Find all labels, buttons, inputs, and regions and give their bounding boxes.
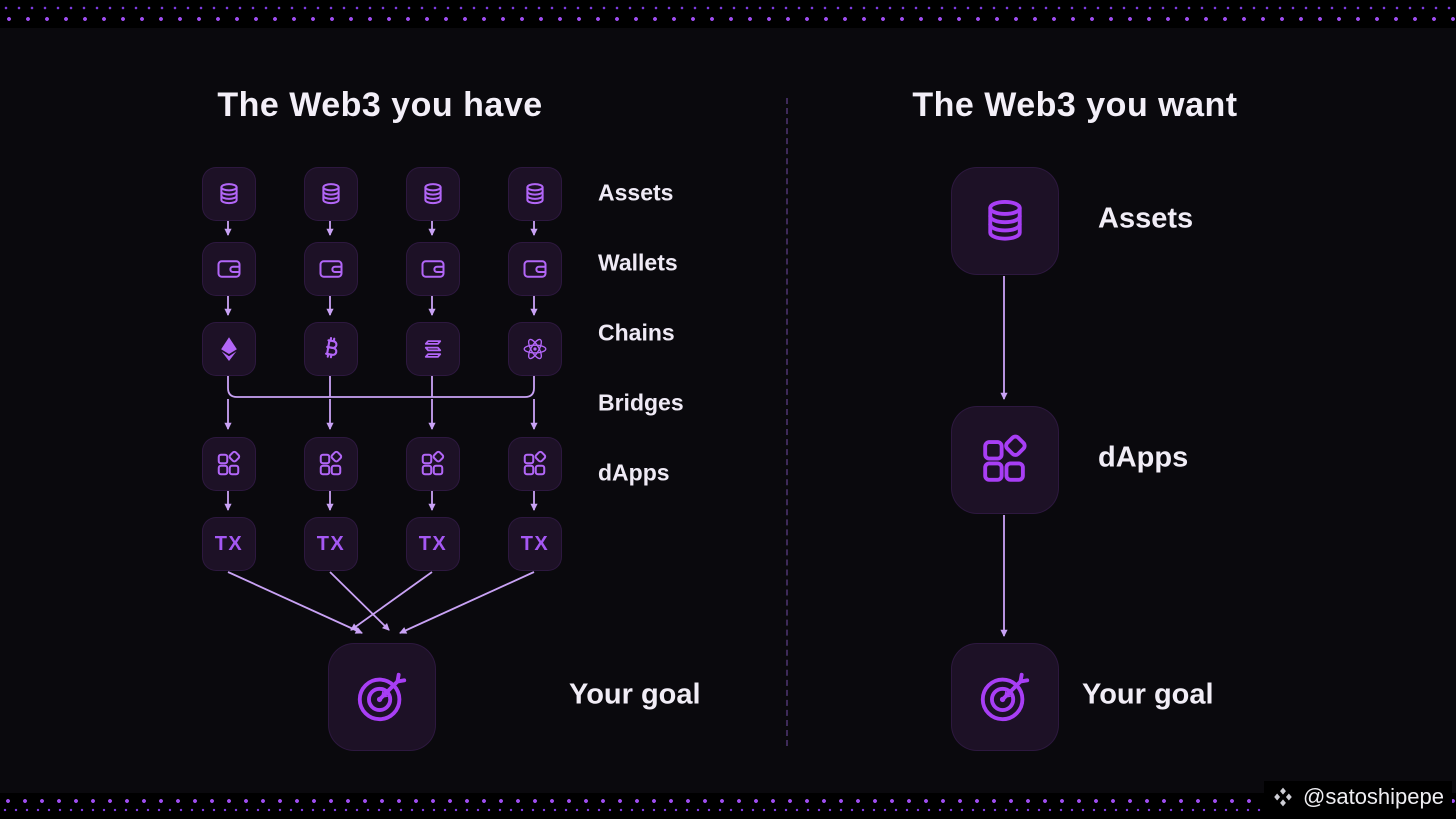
label-bridges: Bridges: [598, 389, 684, 416]
tx-badge: TX: [508, 517, 562, 571]
cosmos-icon: [508, 322, 562, 376]
tx-label: TX: [418, 532, 448, 555]
tx-label: TX: [520, 532, 550, 555]
dapps-icon: [508, 437, 562, 491]
assets-icon: [202, 167, 256, 221]
label-assets: Assets: [598, 179, 674, 206]
goal-target-icon: [328, 643, 436, 751]
label-dapps: dApps: [598, 459, 670, 486]
label-dapps: dApps: [1098, 441, 1189, 474]
solana-icon: [406, 322, 460, 376]
dapps-icon: [406, 437, 460, 491]
watermark-handle: @satoshipepe: [1303, 784, 1444, 809]
panel-divider: [786, 98, 788, 746]
wallet-icon: [508, 242, 562, 296]
assets-icon: [406, 167, 460, 221]
watermark: @satoshipepe: [1264, 781, 1452, 813]
dapps-icon: [951, 406, 1059, 514]
tx-badge: TX: [406, 517, 460, 571]
assets-icon: [508, 167, 562, 221]
goal-target-icon: [951, 643, 1059, 751]
assets-icon: [951, 167, 1059, 275]
label-your-goal: Your goal: [1082, 678, 1214, 711]
left-title: The Web3 you have: [217, 86, 543, 124]
ethereum-icon: [202, 322, 256, 376]
label-your-goal: Your goal: [569, 678, 701, 711]
label-wallets: Wallets: [598, 249, 678, 276]
tx-badge: TX: [304, 517, 358, 571]
bottom-border-decoration: [0, 793, 1456, 819]
wallet-icon: [406, 242, 460, 296]
dapps-icon: [202, 437, 256, 491]
dapps-icon: [304, 437, 358, 491]
bitcoin-icon: [304, 322, 358, 376]
background: [0, 28, 1456, 793]
label-assets: Assets: [1098, 202, 1194, 235]
right-title: The Web3 you want: [912, 86, 1238, 124]
label-chains: Chains: [598, 319, 675, 346]
tx-badge: TX: [202, 517, 256, 571]
gem-icon: [1272, 786, 1294, 808]
wallet-icon: [304, 242, 358, 296]
top-border-decoration: [0, 0, 1456, 28]
assets-icon: [304, 167, 358, 221]
tx-label: TX: [214, 532, 244, 555]
wallet-icon: [202, 242, 256, 296]
tx-label: TX: [316, 532, 346, 555]
